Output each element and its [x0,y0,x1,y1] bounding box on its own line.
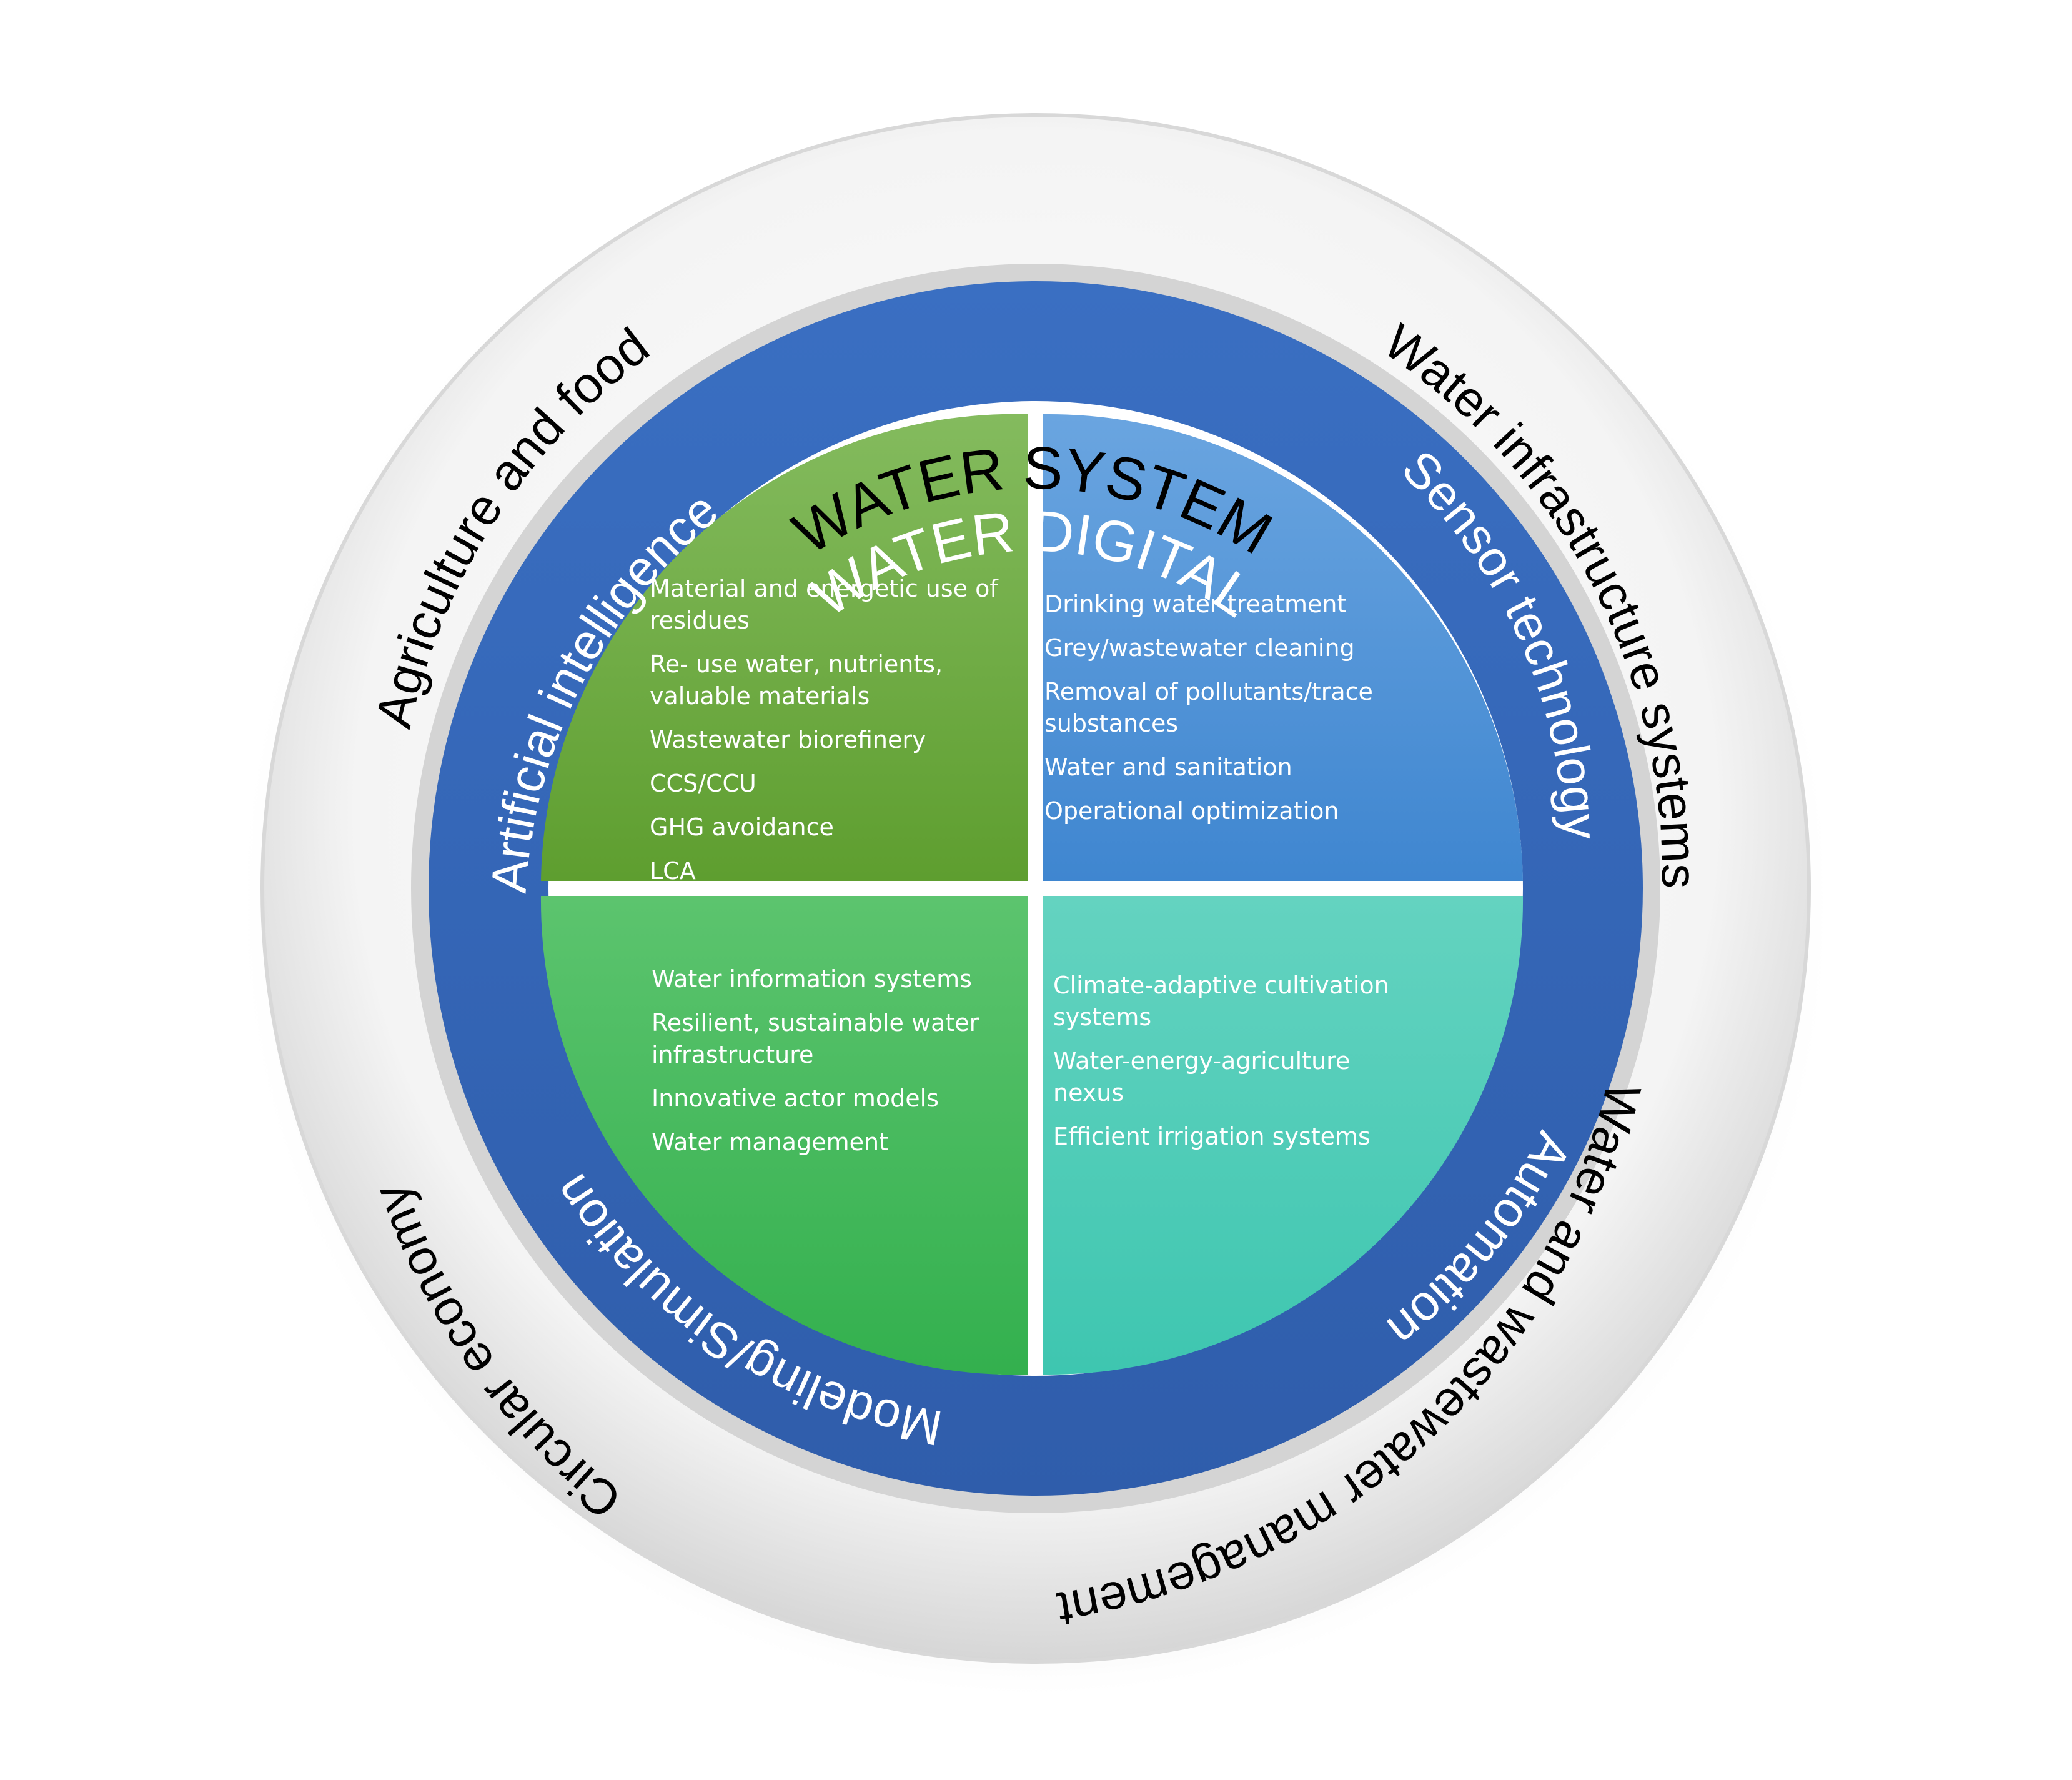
quadrant-item-line: Drinking water treatment [1044,590,1346,618]
quadrant-top-right [1043,414,1523,881]
quadrant-item-line: Re- use water, nutrients, [650,650,943,678]
quadrant-item-line: GHG avoidance [650,813,834,841]
quadrant-item-line: nexus [1053,1079,1124,1106]
quadrant-bottom-left [540,896,1028,1375]
quadrant-item-line: Water information systems [652,965,972,993]
quadrant-top-left [541,414,1028,881]
quadrant-item-line: CCS/CCU [650,770,756,797]
quadrant-item-line: Wastewater biorefinery [650,726,926,753]
quadrant-item-line: Water and sanitation [1044,753,1292,781]
quadrant-item-line: Climate-adaptive cultivation [1053,972,1389,999]
quadrant-item-line: Removal of pollutants/trace [1044,678,1373,705]
quadrant-top-right-list: Drinking water treatmentGrey/wastewater … [1044,590,1373,825]
quadrant-item-line: Water management [652,1128,888,1156]
quadrant-top-left-list: Material and energetic use of residuesRe-… [650,575,999,885]
quadrant-item-line: residues [650,607,750,634]
quadrant-item-line: Operational optimization [1044,797,1339,825]
quadrant-item-line: systems [1053,1003,1151,1031]
quadrant-item-line: Grey/wastewater cleaning [1044,634,1355,662]
quadrant-item-line: Innovative actor models [652,1085,939,1112]
quadrant-item-line: infrastructure [652,1041,813,1068]
quadrant-item-line: Water-energy-agriculture [1053,1047,1350,1075]
quadrant-item-line: Material and energetic use of [650,575,999,602]
quadrant-bottom-right [1043,896,1524,1375]
quadrant-item-line: Efficient irrigation systems [1053,1123,1371,1150]
quadrant-item-line: Resilient, sustainable water [652,1009,979,1037]
quadrant-item-line: valuable materials [650,682,870,710]
quadrant-bottom-right-list: Climate-adaptive cultivation systemsWater… [1053,972,1389,1150]
quadrant-item-line: LCA [650,857,696,885]
quadrant-item-line: substances [1044,710,1178,737]
